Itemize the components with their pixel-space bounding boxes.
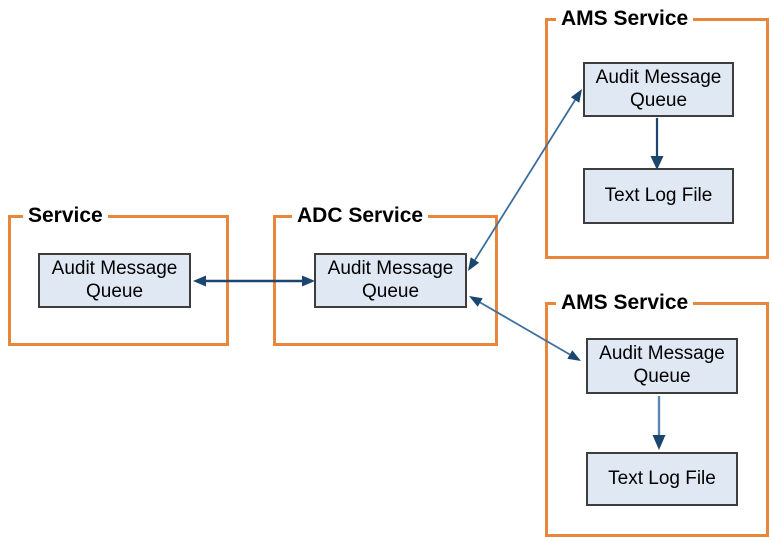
node-adc-audit-message-queue: Audit Message Queue <box>314 253 467 308</box>
node-ams-bottom-text-log-file-label: Text Log File <box>608 467 716 489</box>
node-ams-top-text-log-file: Text Log File <box>583 168 734 224</box>
group-ams-service-top-title: AMS Service <box>556 5 694 32</box>
node-ams-bottom-audit-message-queue: Audit Message Queue <box>586 338 738 394</box>
group-adc-service: ADC Service <box>273 202 498 346</box>
group-adc-service-title: ADC Service <box>292 202 429 229</box>
group-ams-service-bottom-title: AMS Service <box>556 289 694 316</box>
node-service-audit-message-queue-label: Audit Message Queue <box>51 257 178 302</box>
group-service-title: Service <box>23 202 108 229</box>
node-ams-top-audit-message-queue-label: Audit Message Queue <box>595 66 722 111</box>
node-adc-audit-message-queue-label: Audit Message Queue <box>327 257 454 302</box>
node-ams-bottom-text-log-file: Text Log File <box>586 452 738 506</box>
node-service-audit-message-queue: Audit Message Queue <box>38 253 191 308</box>
group-service: Service <box>8 202 229 346</box>
node-ams-bottom-audit-message-queue-label: Audit Message Queue <box>599 343 725 387</box>
node-ams-top-text-log-file-label: Text Log File <box>604 184 713 206</box>
node-ams-top-audit-message-queue: Audit Message Queue <box>583 62 734 117</box>
group-ams-service-bottom: AMS Service <box>545 289 769 537</box>
